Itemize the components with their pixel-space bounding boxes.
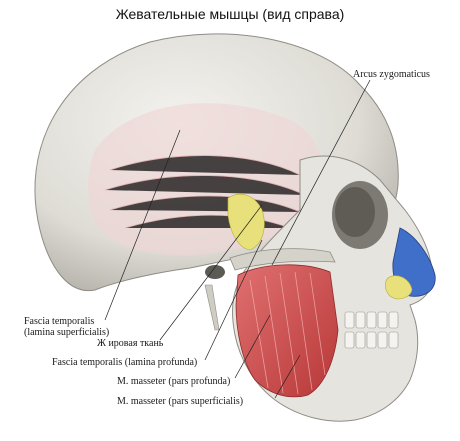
figure-title: Жевательные мышцы (вид справа) [115,6,345,22]
fat-pad-temporal [227,194,265,251]
external-acoustic-meatus [205,265,225,279]
label-fascia-temporalis-superficialis-sub: (lamina superficialis) [24,327,110,338]
masseter-striations [249,271,326,395]
masseter-muscle [235,264,339,398]
label-masseter-profunda: M. masseter (pars profunda) [117,376,231,387]
zygomatic-arch [229,248,336,271]
label-arcus-zygomaticus: Arcus zygomaticus [353,69,430,80]
label-fascia-temporalis-profunda: Fascia temporalis (lamina profunda) [52,357,198,368]
leader-lines [104,79,371,399]
label-fascia-temporalis-superficialis: Fascia temporalis [24,316,95,327]
label-masseter-superficialis: M. masseter (pars superficialis) [117,396,244,407]
styloid-process [204,284,220,331]
teeth [344,311,399,349]
nasal-fat [384,275,413,300]
label-adipose-tissue: Ж ировая ткань [97,338,164,349]
